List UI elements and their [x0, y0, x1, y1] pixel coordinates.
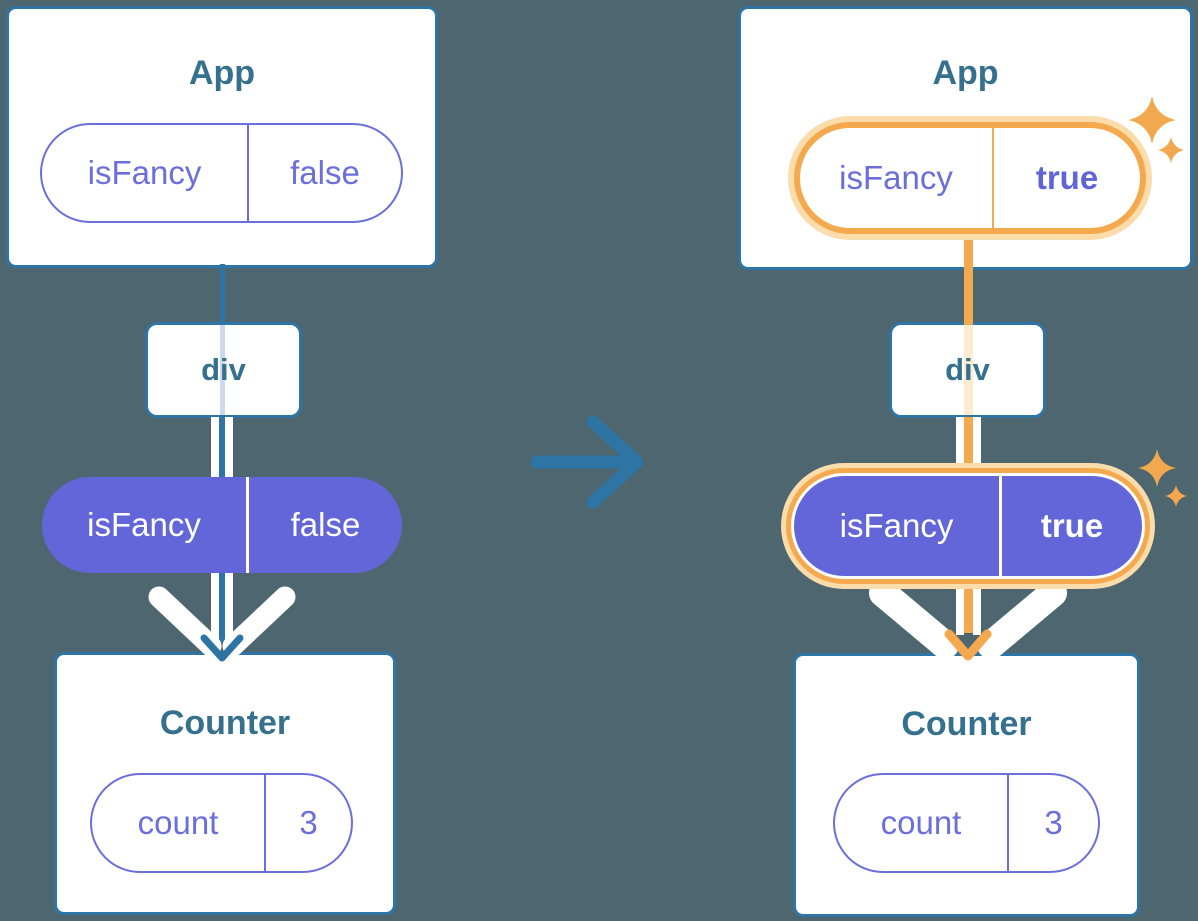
before-counter-state-pill: count 3 — [90, 773, 353, 873]
prop-flow-stripe — [225, 571, 233, 639]
prop-name: isFancy — [839, 507, 954, 544]
prop-value: true — [992, 128, 1140, 228]
arrowhead-down-icon — [200, 634, 244, 662]
state-value: 3 — [264, 775, 351, 871]
prop-value: false — [246, 477, 402, 573]
flow-chevron-icon — [869, 585, 1067, 659]
prop-value: false — [247, 125, 401, 221]
prop-flow-stripe — [955, 585, 964, 635]
before-app-prop-pill: isFancy false — [40, 123, 403, 223]
prop-flow-stripe — [225, 417, 233, 479]
after-app-title: App — [932, 54, 999, 92]
div-label: div — [201, 352, 246, 387]
div-label: div — [945, 352, 990, 387]
prop-flow-stripe — [972, 585, 981, 635]
after-passed-prop-pill: isFancy true — [781, 463, 1155, 589]
before-app-title: App — [188, 54, 256, 92]
prop-name: isFancy — [87, 154, 202, 191]
sparkles-icon — [1138, 449, 1187, 507]
tree-edge — [219, 571, 225, 643]
after-div-trunk-line — [963, 325, 973, 415]
prop-flow-stripe — [211, 417, 219, 479]
after-counter-title: Counter — [901, 705, 1032, 743]
after-app-prop-pill: isFancy true — [788, 116, 1152, 240]
transition-arrow-icon — [530, 415, 644, 509]
arrowhead-down-icon — [944, 629, 992, 661]
prop-name: isFancy — [87, 506, 201, 543]
before-div-trunk-line — [219, 325, 225, 415]
after-edge-app-div — [963, 230, 973, 325]
prop-name: isFancy — [839, 159, 953, 196]
before-edge-app-div — [219, 264, 225, 325]
state-name: count — [880, 804, 962, 841]
after-counter-state-pill: count 3 — [833, 773, 1100, 873]
before-passed-prop-pill: isFancy false — [42, 477, 402, 573]
prop-flow-stripe — [972, 417, 981, 467]
state-name: count — [137, 804, 219, 841]
before-counter-title: Counter — [159, 704, 291, 742]
state-value: 3 — [1007, 775, 1098, 871]
tree-edge — [963, 585, 973, 633]
tree-edge — [963, 417, 973, 471]
prop-flow-stripe — [211, 571, 219, 639]
sparkles-icon — [1128, 96, 1184, 163]
tree-edge — [219, 417, 225, 479]
prop-value: true — [999, 476, 1142, 576]
prop-flow-stripe — [955, 417, 964, 467]
